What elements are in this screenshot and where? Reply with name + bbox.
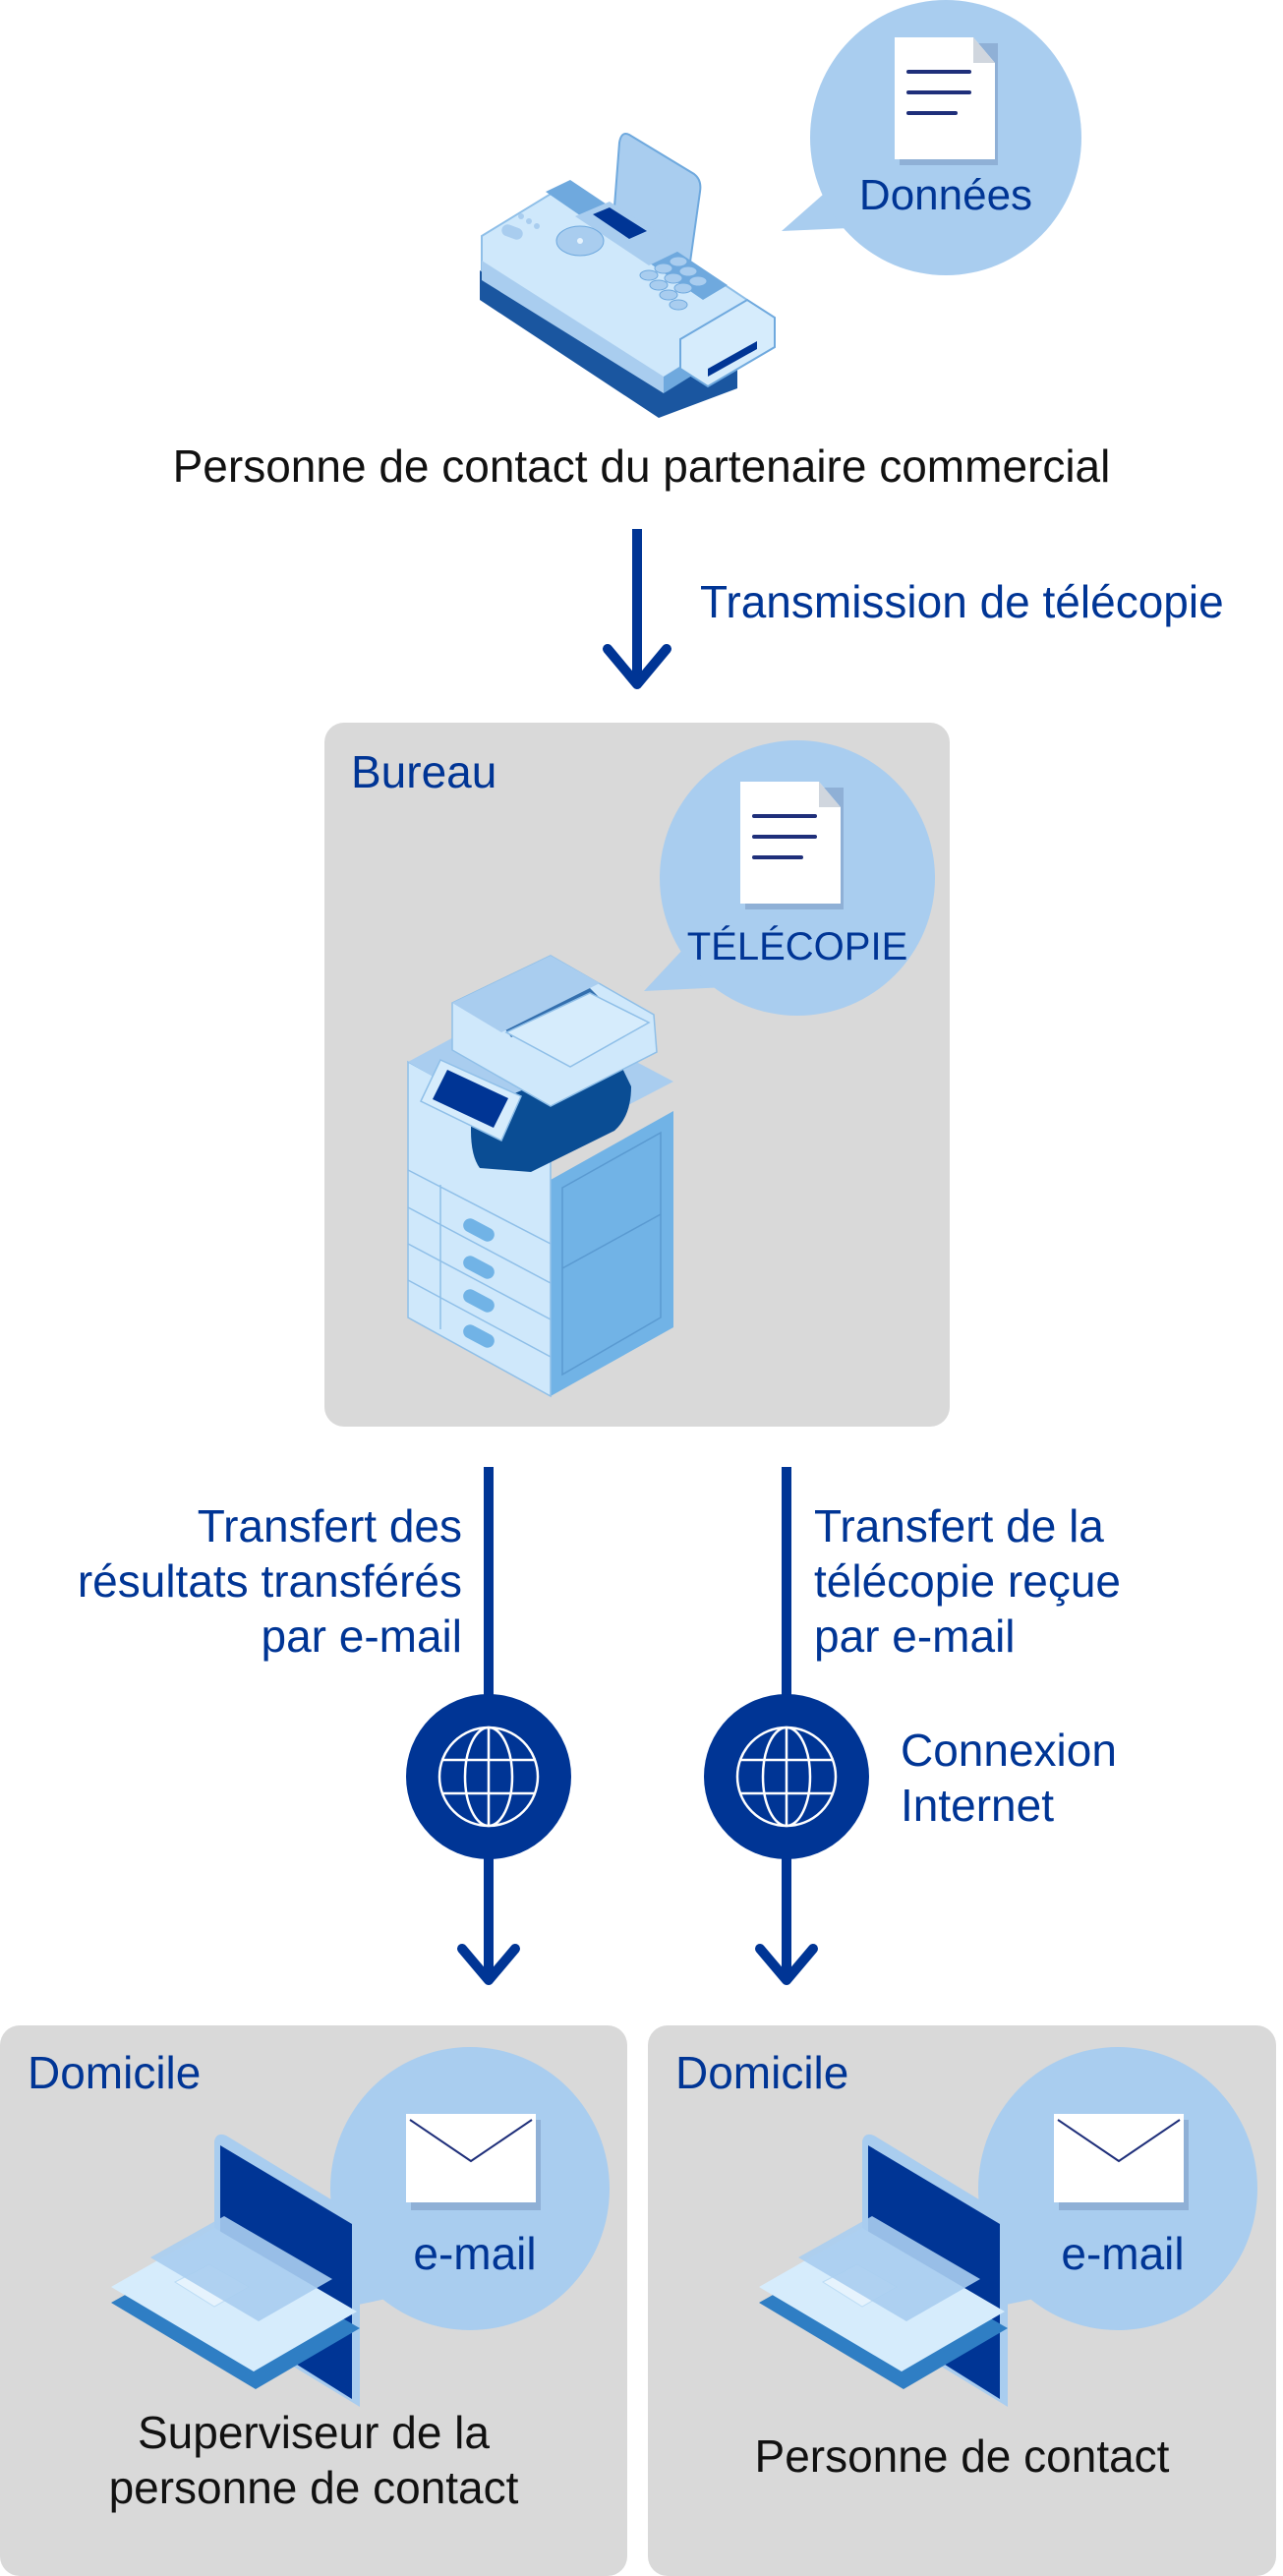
envelope-icon	[406, 2114, 541, 2210]
multifunction-printer-icon	[407, 955, 673, 1398]
laptop-icon	[759, 2134, 1008, 2407]
data-bubble-label: Données	[858, 171, 1033, 219]
home-caption-line: Personne de contact	[754, 2430, 1170, 2482]
home-title: Domicile	[28, 2047, 202, 2098]
right-flow-label: Transfert de la télécopie reçue par e-ma…	[814, 1498, 1276, 1664]
left-flow-label-line: Transfert des	[197, 1500, 462, 1551]
fax-machine-icon	[480, 133, 776, 418]
envelope-icon	[1054, 2114, 1189, 2210]
home-caption: Superviseur de la personne de contact	[0, 2405, 627, 2515]
document-icon	[895, 37, 998, 165]
internet-connection-label: Connexion Internet	[901, 1723, 1274, 1833]
internet-label-line: Internet	[901, 1780, 1054, 1831]
home-box-contact: Domicile e-mail Personne de contact	[648, 2025, 1276, 2576]
right-flow-label-line: par e-mail	[814, 1610, 1016, 1662]
email-bubble: e-mail	[959, 2047, 1257, 2332]
left-flow-label-line: résultats transférés	[77, 1555, 462, 1607]
left-flow-label: Transfert des résultats transférés par e…	[0, 1498, 462, 1664]
email-bubble-label: e-mail	[1061, 2228, 1185, 2279]
home-box-supervisor: Domicile e-mail Superviseur de la person…	[0, 2025, 627, 2576]
internet-label-line: Connexion	[901, 1725, 1117, 1776]
data-bubble: Données	[782, 0, 1081, 275]
laptop-icon	[111, 2134, 360, 2407]
left-flow-label-line: par e-mail	[261, 1610, 462, 1662]
fax-transmission-label: Transmission de télécopie	[700, 576, 1224, 627]
arrow-down-icon	[603, 529, 671, 689]
email-bubble-label: e-mail	[413, 2228, 537, 2279]
right-flow-label-line: télécopie reçue	[814, 1555, 1121, 1607]
fax-bubble-label: TÉLÉCOPIE	[686, 925, 908, 968]
home-caption-line: personne de contact	[108, 2462, 519, 2513]
fax-bubble: TÉLÉCOPIE	[644, 740, 939, 1016]
globe-icon	[406, 1694, 571, 1859]
home-title: Domicile	[675, 2047, 849, 2098]
home-caption: Personne de contact	[648, 2429, 1276, 2484]
right-flow-label-line: Transfert de la	[814, 1500, 1104, 1551]
document-icon	[740, 782, 844, 909]
home-caption-line: Superviseur de la	[138, 2407, 490, 2458]
office-title: Bureau	[351, 746, 497, 797]
globe-icon	[704, 1694, 869, 1859]
sender-caption: Personne de contact du partenaire commer…	[172, 440, 1111, 492]
office-box: Bureau TÉLÉCOPIE	[324, 723, 950, 1427]
